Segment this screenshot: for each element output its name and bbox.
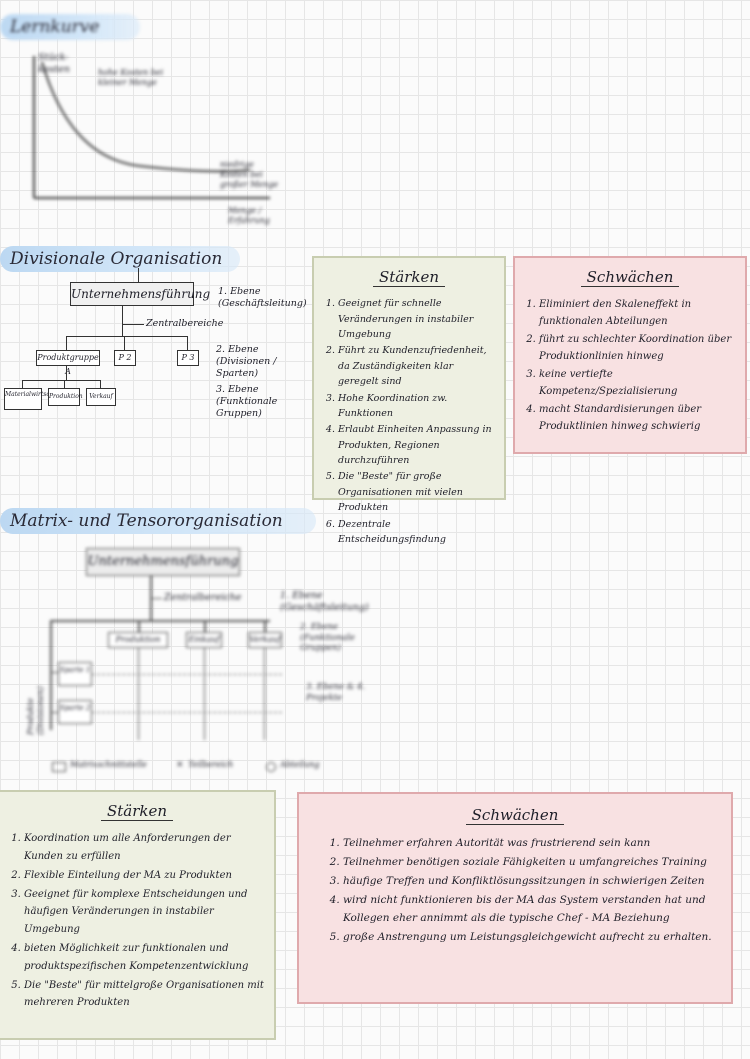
matrix-product-node-2: Sparte 2 <box>58 700 92 724</box>
curve-upper-note: hohe Kosten bei kleiner Menge <box>98 68 164 87</box>
matrix-function-node-3: Verkauf <box>248 632 282 648</box>
curve-lower-note: niedrige Kosten bei großer Menge <box>220 160 279 189</box>
legend-item-2: Teilbereich <box>188 760 234 769</box>
matrix-level1-label: 1. Ebene (Geschäftsleitung) <box>280 590 369 613</box>
learning-curve-chart <box>33 56 270 199</box>
divisional-strength-item: Dezentrale Entscheidungsfindung <box>338 517 496 548</box>
matrix-strength-item: Flexible Einteilung der MA zu Produkten <box>24 867 266 885</box>
legend-square-icon <box>52 762 66 772</box>
matrix-weakness-item: häufige Treffen und Konfliktlösungssitzu… <box>343 872 717 890</box>
curve-x-label: Menge / Erfahrung <box>228 206 270 225</box>
divisional-strength-item: Die "Beste" für große Organisationen mit… <box>338 469 496 515</box>
section-title-matrix: Matrix- und Tensororganisation <box>0 508 316 534</box>
level1-label: 1. Ebene (Geschäftsleitung) <box>218 286 307 309</box>
matrix-strength-item: bieten Möglichkeit zur funktionalen und … <box>24 940 266 976</box>
legend-item-1: Matrixschnittstelle <box>70 760 147 769</box>
function-node-3: Verkauf <box>86 388 116 406</box>
division-node-1: Produktgruppe A <box>36 350 100 376</box>
curve-y-label: Stück-kosten <box>38 52 70 75</box>
function-node-1: Materialwirtschaft <box>4 388 62 410</box>
matrix-strengths-title: Stärken <box>100 802 174 821</box>
matrix-weakness-item: Teilnehmer benötigen soziale Fähigkeiten… <box>343 853 717 871</box>
divisional-weaknesses-panel: Schwächen Eliminiert den Skaleneffekt in… <box>513 256 747 454</box>
legend-circle-icon <box>266 762 276 772</box>
divisional-weakness-item: führt zu schlechter Koordination über Pr… <box>539 331 737 365</box>
matrix-level2-label: 2. Ebene (Funktionale Gruppen) <box>300 622 355 654</box>
legend-item-3: Abteilung <box>280 760 320 769</box>
divisional-weaknesses-title: Schwächen <box>580 268 680 287</box>
divisional-weakness-item: keine vertiefte Kompetenz/Spezialisierun… <box>539 366 737 400</box>
divisional-strength-item: Erlaubt Einheiten Anpassung in Produkten… <box>338 422 496 468</box>
matrix-top-node: Unternehmensführung <box>86 548 240 576</box>
divisional-strength-item: Hohe Koordination zw. Funktionen <box>338 391 496 422</box>
matrix-strength-item: Die "Beste" für mittelgroße Organisation… <box>24 977 266 1013</box>
matrix-function-node-2: Einkauf <box>186 632 222 648</box>
matrix-weakness-item: wird nicht funktionieren bis der MA das … <box>343 891 717 927</box>
matrix-strength-item: Koordination um alle Anforderungen der K… <box>24 830 266 866</box>
matrix-strengths-panel: Stärken Koordination um alle Anforderung… <box>0 790 276 1040</box>
matrix-weaknesses-panel: Schwächen Teilnehmer erfahren Autorität … <box>297 792 733 1004</box>
divisional-strength-item: Führt zu Kundenzufriedenheit, da Zuständ… <box>338 343 496 389</box>
divisional-strength-item: Geeignet für schnelle Veränderungen in i… <box>338 296 496 342</box>
org-top-node: Unternehmensführung <box>70 282 210 306</box>
matrix-function-node-1: Produktion <box>108 632 168 648</box>
level3-label: 3. Ebene (Funktionale Gruppen) <box>216 384 278 419</box>
central-label: Zentralbereiche <box>146 318 224 329</box>
level2-label: 2. Ebene (Divisionen / Sparten) <box>216 344 277 379</box>
divisional-weakness-item: Eliminiert den Skaleneffekt in funktiona… <box>539 296 737 330</box>
divisional-strengths-title: Stärken <box>372 268 446 287</box>
divisional-strengths-panel: Stärken Geeignet für schnelle Veränderun… <box>312 256 506 545</box>
matrix-weaknesses-title: Schwächen <box>465 806 565 825</box>
divisional-weakness-item: macht Standardisierungen über Produktlin… <box>539 401 737 435</box>
matrix-strength-item: Geeignet für komplexe Entscheidungen und… <box>24 886 266 939</box>
matrix-product-node-1: Sparte 1 <box>58 662 92 686</box>
matrix-weakness-item: Teilnehmer erfahren Autorität was frustr… <box>343 834 717 852</box>
function-node-2: Produktion <box>48 388 83 406</box>
matrix-central-label: Zentralbereiche <box>164 592 242 603</box>
division-node-2: P 2 <box>114 350 136 366</box>
division-node-3: P 3 <box>177 350 199 366</box>
legend-cross-icon: × <box>176 760 184 770</box>
matrix-side-label: Produkte (Divisionen) <box>26 686 45 735</box>
matrix-weakness-item: große Anstrengung um Leistungsgleichgewi… <box>343 928 717 946</box>
matrix-level3-label: 3. Ebene & 4. Projekte <box>306 682 366 703</box>
section-title-divisional: Divisionale Organisation <box>0 246 240 272</box>
section-title-learning-curve: Lernkurve <box>0 14 140 40</box>
